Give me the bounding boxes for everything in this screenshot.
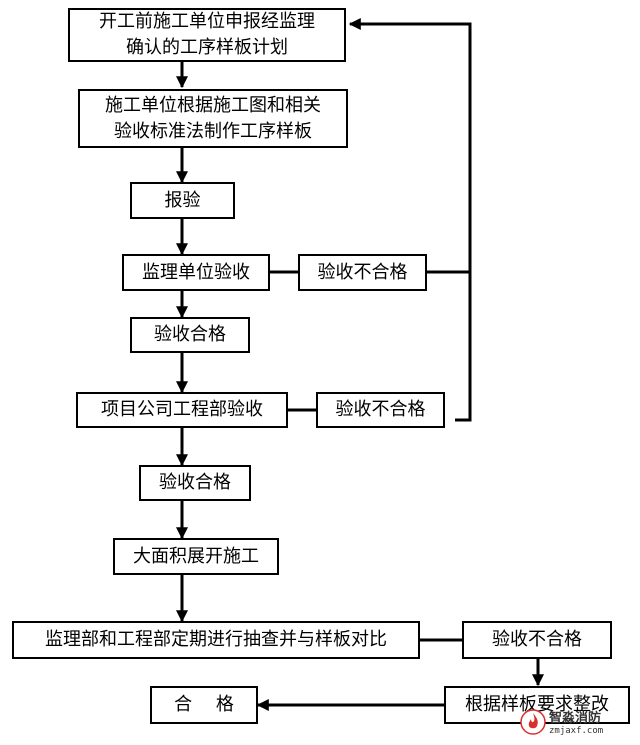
fire-logo-icon	[520, 709, 546, 739]
pass-box-2: 验收合格	[139, 465, 251, 501]
feedback-fail2-to-main	[455, 272, 472, 422]
fail-box-3: 验收不合格	[462, 621, 612, 659]
report-box: 报验	[130, 182, 235, 219]
watermark-name: 智淼消防	[549, 711, 602, 726]
qualified-box: 合 格	[150, 686, 258, 724]
plan-box: 开工前施工单位申报经监理 确认的工序样板计划	[68, 8, 346, 62]
pass-box-1: 验收合格	[130, 317, 250, 353]
periodic-inspection-box: 监理部和工程部定期进行抽查并与样板对比	[12, 621, 420, 659]
fail-box-1: 验收不合格	[298, 254, 427, 291]
watermark-site: zmjaxf.com	[549, 726, 604, 736]
watermark: 智淼消防 zmjaxf.com	[520, 706, 635, 742]
feedback-fail-to-plan	[348, 18, 472, 274]
company-check-box: 项目公司工程部验收	[76, 392, 288, 428]
supervisor-check-box: 监理单位验收	[122, 254, 270, 291]
make-sample-box: 施工单位根据施工图和相关 验收标准法制作工序样板	[78, 89, 348, 148]
mass-construction-box: 大面积展开施工	[113, 538, 279, 575]
fail-box-2: 验收不合格	[316, 392, 445, 428]
